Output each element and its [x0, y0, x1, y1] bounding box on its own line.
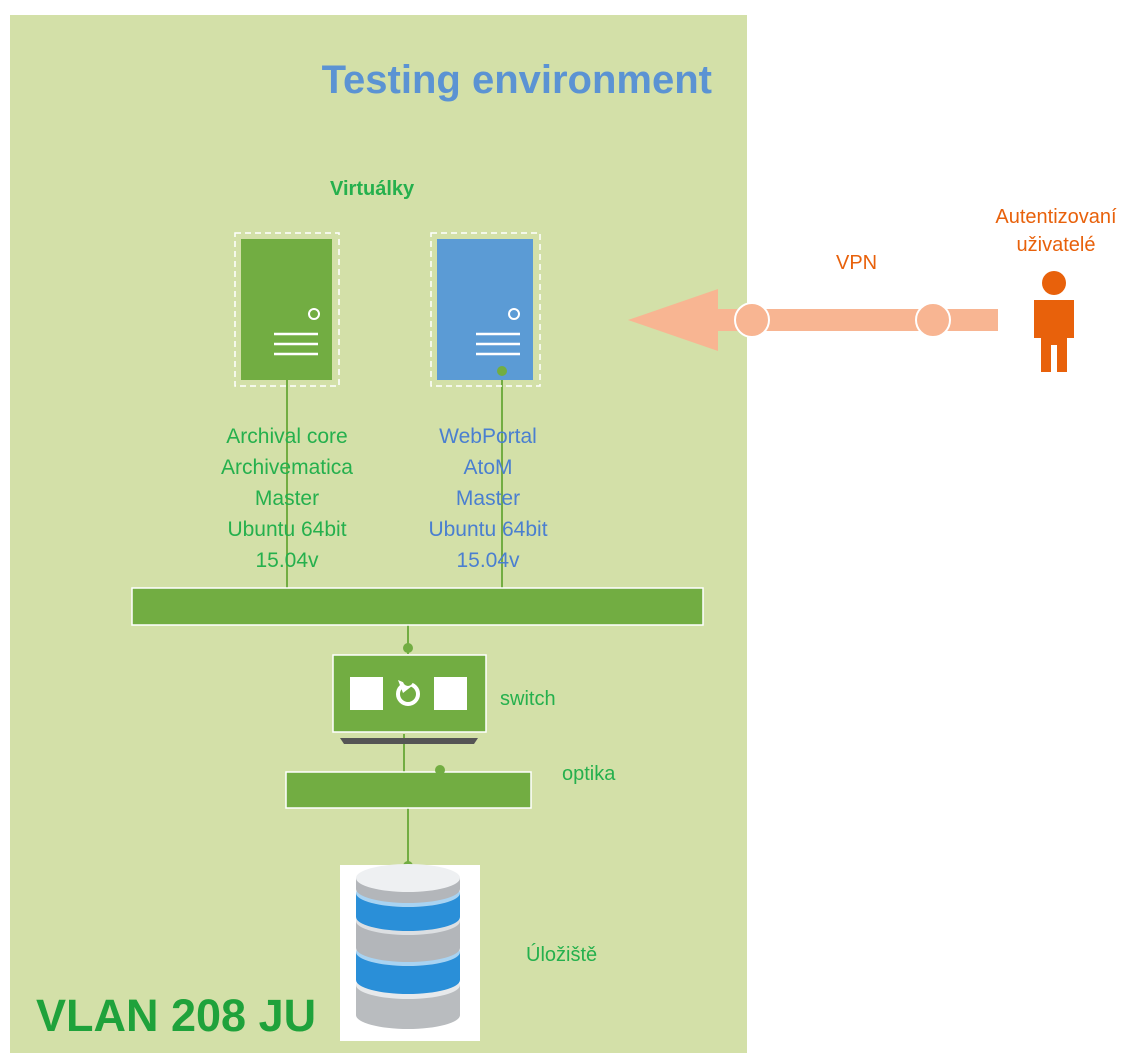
optic-link	[285, 765, 532, 809]
vpn-tunnel-icon	[628, 289, 998, 351]
vpn-label: VPN	[836, 252, 878, 274]
virtual-machines-label: Virtuálky	[330, 178, 415, 200]
optic-label: optika	[562, 763, 616, 785]
server-line: Master	[455, 487, 521, 510]
server-line: Ubuntu 64bit	[428, 518, 548, 541]
switch-label: switch	[500, 688, 556, 710]
server-line: AtoM	[463, 456, 513, 479]
server-icon	[234, 232, 340, 387]
server-line: Archival core	[226, 425, 348, 448]
network-bus	[131, 587, 704, 653]
server-line: WebPortal	[439, 425, 537, 448]
users-label: Autentizovaní uživatelé	[978, 203, 1134, 259]
server-line: Ubuntu 64bit	[227, 518, 347, 541]
user-icon	[1034, 271, 1074, 372]
storage-label: Úložiště	[526, 944, 598, 966]
server-line: Master	[254, 487, 320, 510]
vlan-label: VLAN 208 JU	[36, 990, 317, 1041]
server-icon	[430, 232, 541, 387]
switch-icon	[332, 654, 487, 744]
server-line: Archivematica	[221, 456, 353, 479]
server-archival-label: Archival core Archivematica Master Ubunt…	[187, 421, 387, 576]
server-webportal-label: WebPortal AtoM Master Ubuntu 64bit 15.04…	[388, 421, 588, 576]
server-line: 15.04v	[456, 549, 520, 572]
storage-icon	[340, 861, 480, 1041]
users-label-line: Autentizovaní	[995, 206, 1117, 228]
server-line: 15.04v	[255, 549, 319, 572]
diagram-title: Testing environment	[321, 58, 712, 102]
users-label-line: uživatelé	[1016, 234, 1096, 256]
